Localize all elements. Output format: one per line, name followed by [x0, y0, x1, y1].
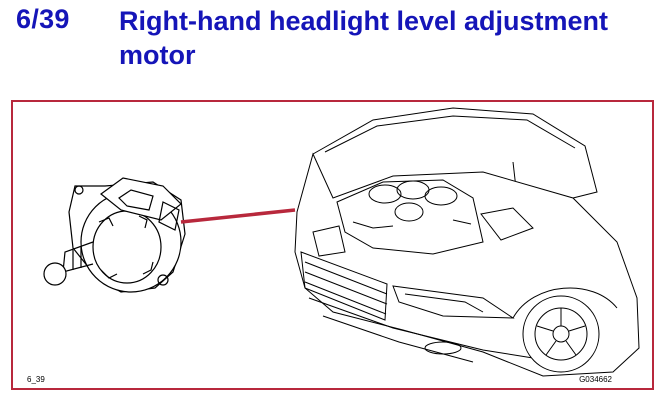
- illustration: [43, 107, 640, 377]
- pointer-line: [180, 208, 296, 224]
- figure-frame: 6_39 G034662: [11, 100, 654, 390]
- figure-id-right: G034662: [579, 375, 612, 384]
- adjustment-motor-drawing: [43, 177, 186, 293]
- page-title: Right-hand headlight level adjustment mo…: [119, 6, 609, 70]
- car-front-drawing: [294, 107, 640, 377]
- page-number: 6/39: [16, 4, 70, 34]
- figure-id-left: 6_39: [27, 375, 45, 384]
